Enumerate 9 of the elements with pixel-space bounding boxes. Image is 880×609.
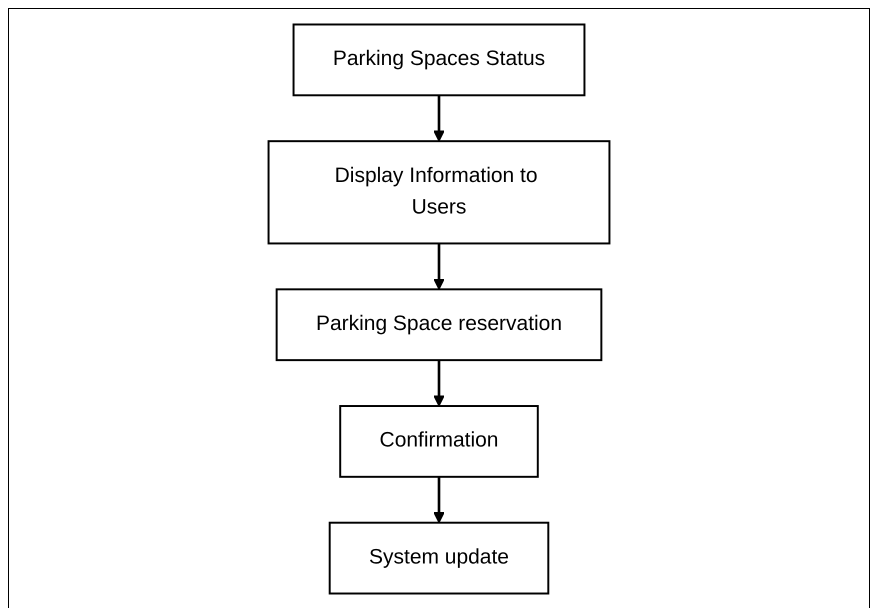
arrow (433, 243, 445, 290)
arrow (433, 95, 445, 142)
node-box: Parking Spaces Status (292, 24, 586, 96)
node-box: Display Information to Users (268, 140, 610, 244)
arrow (433, 360, 445, 407)
node-box: Confirmation (339, 405, 539, 478)
arrow (433, 476, 445, 524)
node-box: Parking Space reservation (276, 288, 602, 362)
node-box: System update (328, 522, 550, 594)
